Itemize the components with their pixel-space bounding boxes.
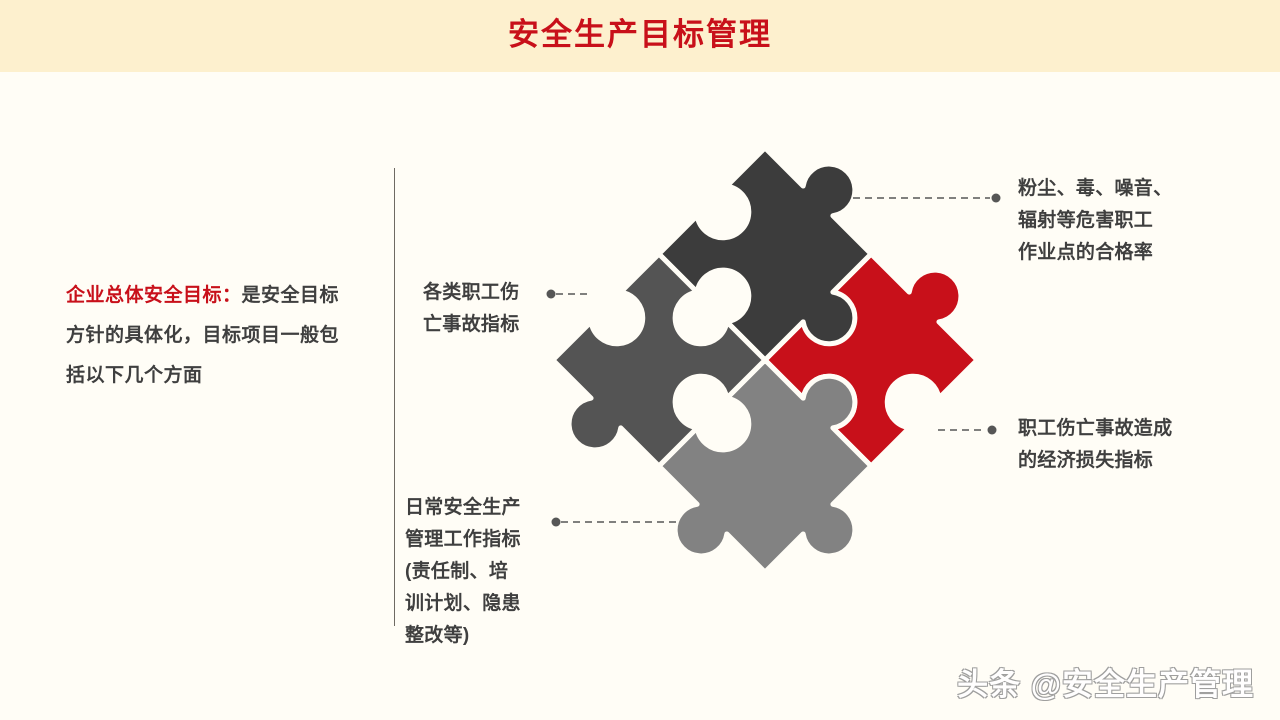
watermark: 头条 @安全生产管理 (957, 667, 1254, 702)
callout-dust-line-1: 粉尘、毒、噪音、 (1018, 178, 1173, 199)
callout-casualty-line-2: 亡事故指标 (423, 314, 520, 335)
callout-casualty-line-1: 各类职工伤 (423, 282, 520, 303)
intro-key-label: 企业总体安全目标： (66, 285, 242, 306)
intro-paragraph: 企业总体安全目标：是安全目标方针的具体化，目标项目一般包括以下几个方面 (66, 276, 358, 396)
connector-dot-dust (991, 193, 1001, 203)
callout-daily-line-2: 管理工作指标 (405, 529, 521, 550)
callout-economic-line-1: 职工伤亡事故造成 (1018, 418, 1173, 439)
jigsaw-diagram (545, 145, 980, 575)
callout-daily-line-5: 整改等) (405, 625, 470, 646)
callout-economic: 职工伤亡事故造成 的经济损失指标 (1018, 413, 1234, 477)
callout-dust: 粉尘、毒、噪音、 辐射等危害职工 作业点的合格率 (1018, 173, 1228, 269)
header-band (0, 0, 1280, 72)
connector-dot-economic (987, 425, 997, 435)
callout-daily-line-4: 训计划、隐患 (405, 593, 521, 614)
callout-daily: 日常安全生产 管理工作指标 (责任制、培 训计划、隐患 整改等) (405, 492, 555, 652)
callout-daily-line-1: 日常安全生产 (405, 497, 521, 518)
callout-dust-line-3: 作业点的合格率 (1018, 242, 1154, 263)
page-title: 安全生产目标管理 (508, 17, 772, 52)
callout-economic-line-2: 的经济损失指标 (1018, 450, 1154, 471)
callout-daily-line-3: (责任制、培 (405, 561, 509, 582)
puzzle-piece-mid-gray[interactable] (630, 331, 930, 575)
callout-dust-line-2: 辐射等危害职工 (1018, 210, 1154, 231)
intro-body-text: 是安全目标方针的具体化，目标项目一般包括以下几个方面 (66, 285, 340, 386)
puzzle-piece-gray[interactable] (545, 251, 768, 495)
callout-casualty: 各类职工伤 亡事故指标 (423, 277, 553, 341)
vertical-divider (394, 168, 395, 626)
